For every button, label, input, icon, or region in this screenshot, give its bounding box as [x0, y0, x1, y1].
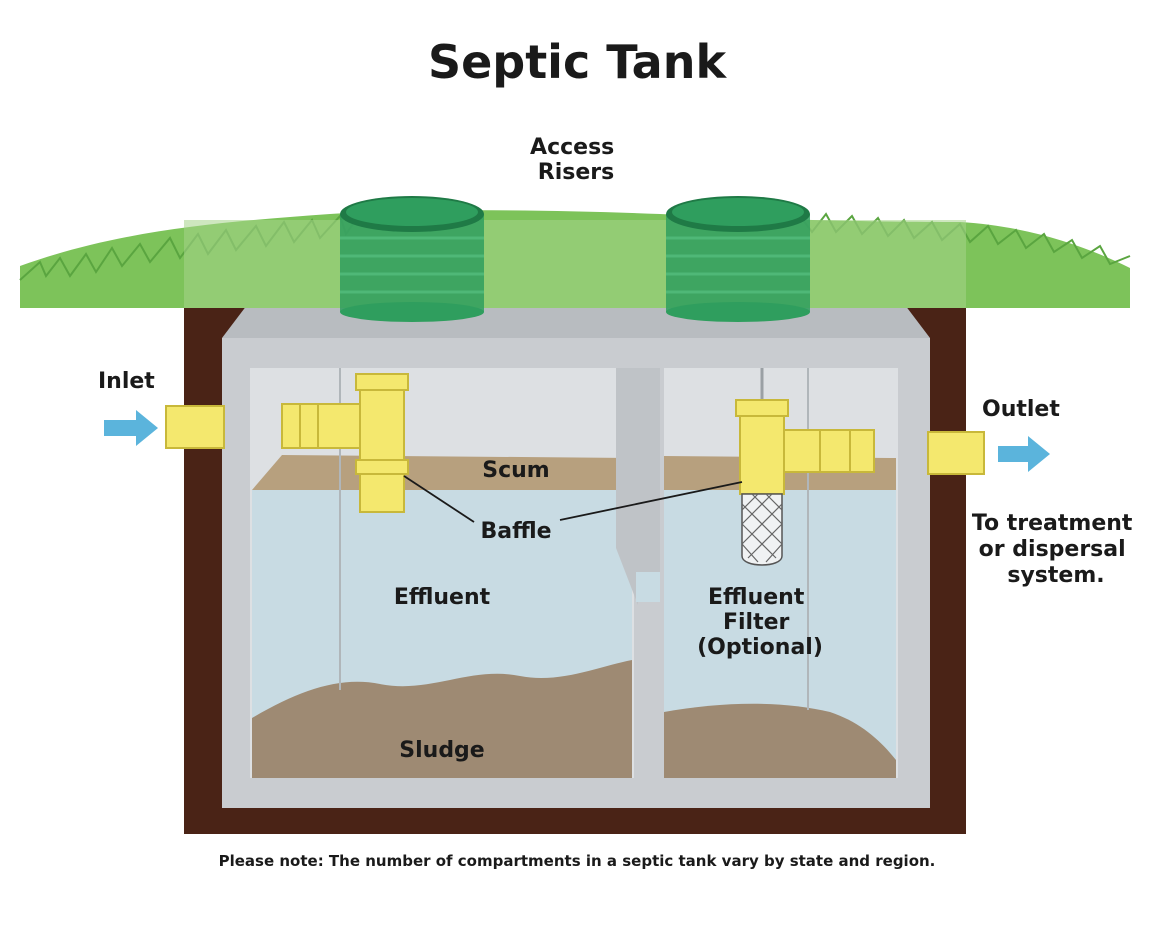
effluent-filter-line2: Filter — [723, 610, 790, 635]
inlet-label: Inlet — [98, 369, 155, 394]
effluent-filter-line3: (Optional) — [697, 635, 823, 660]
outlet-destination-label: To treatment or dispersal system. — [972, 511, 1140, 588]
outlet-destination-line1: To treatment — [972, 511, 1133, 536]
access-riser-right — [666, 196, 810, 322]
outlet-arrow — [998, 436, 1050, 472]
diagram-title: Septic Tank — [428, 35, 728, 89]
grass-overlay — [184, 220, 966, 308]
effluent-filter-screen — [741, 493, 783, 566]
inlet-arrow — [104, 410, 158, 446]
outlet-destination-line2: or dispersal — [979, 537, 1126, 562]
sludge-label: Sludge — [399, 738, 484, 763]
outlet-label: Outlet — [982, 397, 1060, 422]
divider-wall — [616, 368, 660, 605]
access-risers-label-line1: Access — [530, 135, 614, 160]
access-risers-label-line2: Risers — [538, 160, 614, 185]
access-risers-label: Access Risers — [530, 135, 622, 185]
access-riser-left — [340, 196, 484, 322]
divider-gap — [636, 572, 660, 602]
baffle-leader-left — [403, 475, 475, 523]
outlet-destination-line3: system. — [1007, 563, 1104, 588]
effluent-filter-line1: Effluent — [708, 585, 805, 610]
baffle-leader-right — [559, 481, 743, 521]
tank-lid — [222, 305, 930, 338]
left-sludge — [252, 660, 632, 778]
baffle-label: Baffle — [480, 519, 551, 544]
effluent-label: Effluent — [394, 585, 491, 610]
inlet-pipe — [165, 373, 409, 513]
footnote: Please note: The number of compartments … — [219, 852, 936, 870]
outlet-pipe — [735, 368, 985, 495]
right-sludge — [664, 703, 896, 778]
effluent-filter-label: Effluent Filter (Optional) — [697, 585, 823, 660]
scum-label: Scum — [482, 458, 549, 483]
left-scum — [252, 455, 632, 490]
